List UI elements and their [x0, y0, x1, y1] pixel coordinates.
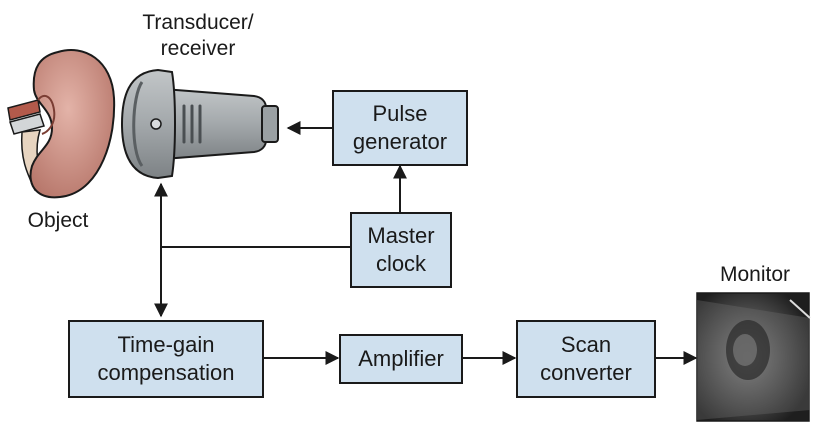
connector-lines: [154, 121, 698, 365]
transducer-label-line1: Transducer/: [142, 11, 254, 34]
monitor-screen-image: [696, 292, 811, 422]
scan-converter-box: Scan converter: [516, 320, 656, 398]
scan-converter-line2: converter: [540, 360, 632, 385]
time-gain-compensation-box: Time-gain compensation: [68, 320, 264, 398]
transducer-probe-icon: [120, 68, 279, 180]
master-clock-line2: clock: [375, 251, 427, 276]
object-label: Object: [27, 209, 89, 232]
transducer-label: Transducer/ receiver: [118, 10, 278, 62]
time-gain-line1: Time-gain: [117, 332, 215, 357]
transducer-label-line2: receiver: [160, 37, 236, 60]
time-gain-line2: compensation: [97, 360, 235, 385]
scan-converter-line1: Scan: [560, 332, 612, 357]
amplifier-line1: Amplifier: [358, 346, 444, 371]
master-clock-box: Master clock: [350, 212, 452, 288]
pulse-generator-line2: generator: [352, 129, 448, 154]
monitor-label: Monitor: [719, 263, 791, 286]
pulse-generator-line1: Pulse: [372, 101, 428, 126]
kidney-icon: [7, 49, 116, 199]
master-clock-line1: Master: [367, 223, 435, 248]
amplifier-box: Amplifier: [339, 334, 463, 384]
pulse-generator-box: Pulse generator: [332, 90, 468, 166]
